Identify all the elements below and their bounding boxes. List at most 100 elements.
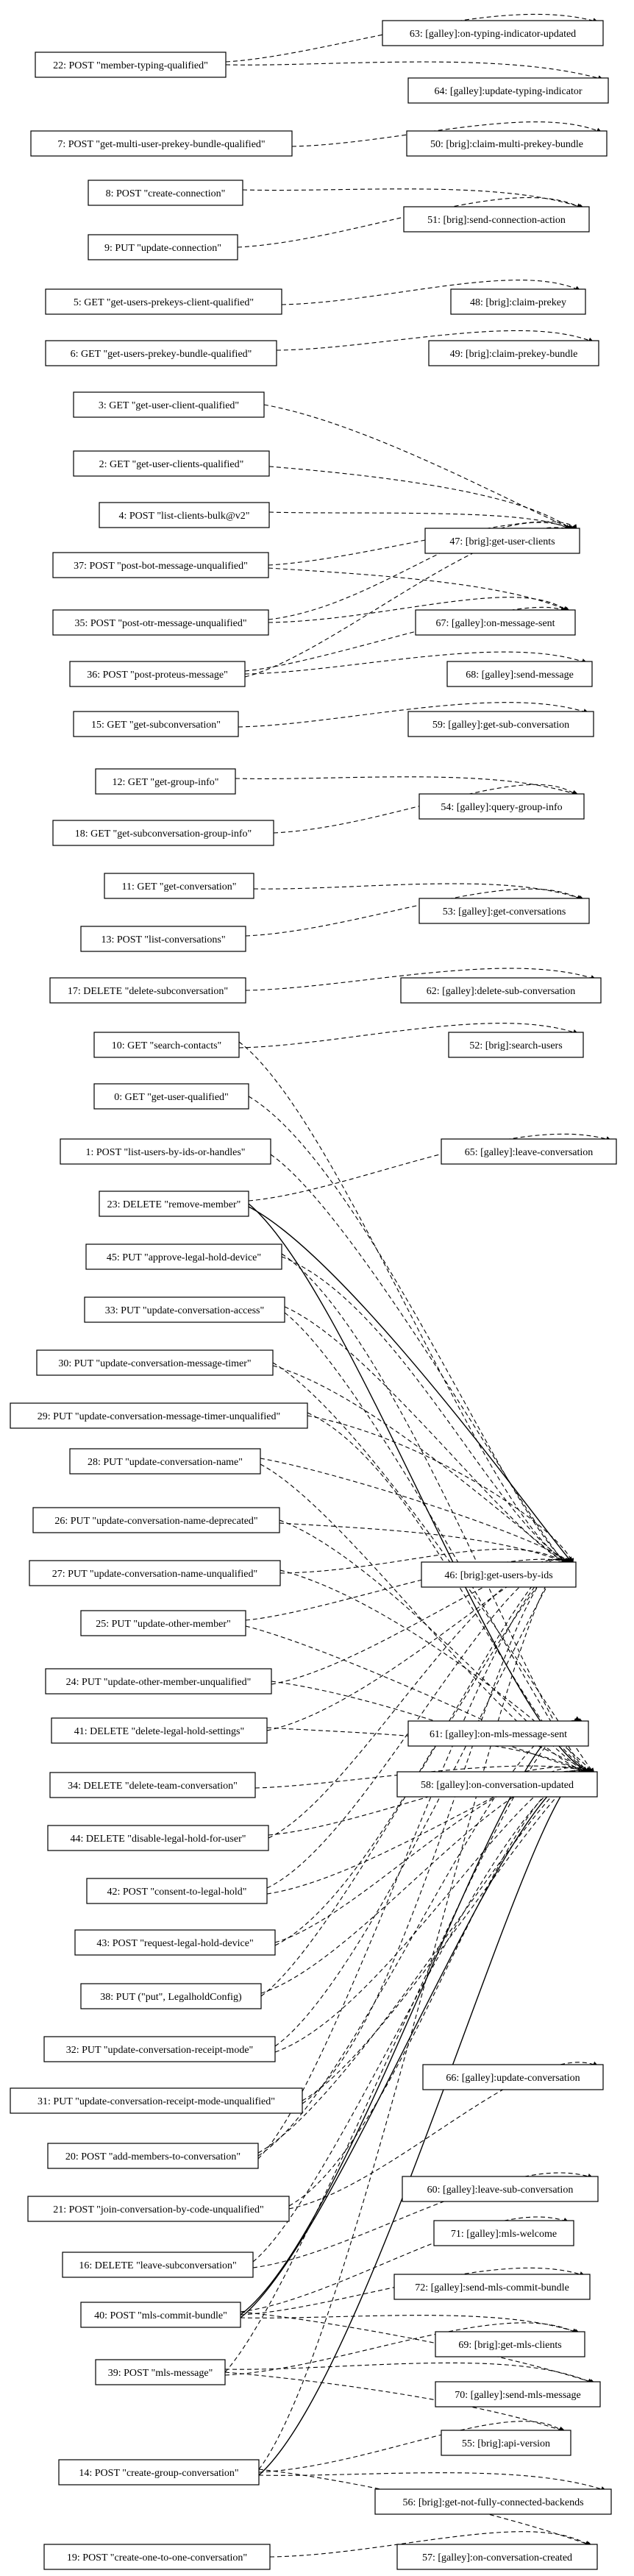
node-4: 4: POST "list-clients-bulk@v2" [99,502,270,528]
edge-10-to-52 [238,1023,579,1049]
node-label: 65: [galley]:leave-conversation [465,1147,594,1158]
node-box [51,1717,268,1744]
edge-31-to-46 [302,1558,574,2104]
edge-39-to-55 [224,2371,566,2433]
edge-40-to-72 [240,2267,585,2316]
node-label: 5: GET "get-users-prekeys-client-qualifi… [74,297,254,308]
node-box [428,340,599,366]
edge-8-to-51 [242,188,585,210]
node-box [435,2331,585,2357]
node-40: 40: POST "mls-commit-bundle" [80,2302,241,2328]
edge-0-to-46 [248,1096,569,1564]
node-42: 42: POST "consent-to-legal-hold" [86,1878,268,1904]
node-label: 33: PUT "update-conversation-access" [105,1305,264,1316]
node-27: 27: PUT "update-conversation-name-unqual… [29,1560,281,1586]
node-label: 32: PUT "update-conversation-receipt-mod… [66,2045,254,2056]
node-box [93,1083,249,1110]
node-12: 12: GET "get-group-info" [95,768,236,795]
edge-27-to-46 [279,1548,567,1574]
node-box [403,206,590,233]
edge-35-to-47 [268,522,575,620]
node-box [86,1878,268,1904]
node-label: 70: [galley]:send-mls-message [455,2390,580,2401]
node-21: 21: POST "join-conversation-by-code-unqu… [27,2196,290,2222]
node-54: 54: [galley]:query-group-info [418,793,585,820]
node-box [104,873,254,899]
node-label: 12: GET "get-group-info" [113,777,219,788]
node-label: 59: [galley]:get-sub-conversation [432,720,569,731]
node-label: 9: PUT "update-connection" [104,243,221,254]
node-box [60,1138,271,1165]
node-label: 24: PUT "update-other-member-unqualified… [66,1677,252,1688]
edge-41-to-46 [266,1558,569,1731]
node-25: 25: PUT "update-other-member" [80,1610,246,1636]
node-box [36,1349,274,1376]
node-43: 43: POST "request-legal-hold-device" [74,1929,276,1956]
node-label: 27: PUT "update-conversation-name-unqual… [52,1569,257,1580]
node-label: 53: [galley]:get-conversations [443,906,566,918]
edge-45-to-46 [281,1256,571,1564]
node-label: 18: GET "get-subconversation-group-info" [75,828,252,840]
node-6: 6: GET "get-users-prekey-bundle-qualifie… [45,340,277,366]
edge-16-to-60 [252,2172,594,2268]
node-36: 36: POST "post-proteus-message" [69,661,246,687]
node-label: 16: DELETE "leave-subconversation" [79,2260,236,2271]
edge-11-to-53 [253,883,585,901]
node-64: 64: [galley]:update-typing-indicator [407,77,609,104]
node-label: 45: PUT "approve-legal-hold-device" [107,1252,261,1263]
node-label: 44: DELETE "disable-legal-hold-for-user" [71,1834,246,1845]
node-28: 28: PUT "update-conversation-name" [69,1448,261,1475]
node-41: 41: DELETE "delete-legal-hold-settings" [51,1717,268,1744]
node-box [95,2359,226,2385]
node-59: 59: [galley]:get-sub-conversation [407,711,594,737]
node-label: 21: POST "join-conversation-by-code-unqu… [53,2204,263,2215]
node-label: 39: POST "mls-message" [108,2368,213,2379]
node-label: 29: PUT "update-conversation-message-tim… [38,1411,280,1422]
node-label: 71: [galley]:mls-welcome [451,2229,557,2240]
node-box [45,1668,272,1695]
edge-25-to-46 [245,1558,574,1621]
node-label: 35: POST "post-otr-message-unqualified" [74,618,246,629]
node-box [58,2459,260,2485]
node-box [424,528,580,554]
node-7: 7: POST "get-multi-user-prekey-bundle-qu… [30,130,293,157]
edge-17-to-62 [245,968,596,991]
edge-14-to-58 [258,1766,588,2476]
node-22: 22: POST "member-typing-qualified" [35,52,227,78]
node-32: 32: PUT "update-conversation-receipt-mod… [43,2036,276,2062]
node-label: 22: POST "member-typing-qualified" [53,60,208,71]
node-label: 64: [galley]:update-typing-indicator [435,86,583,97]
node-box [418,898,590,924]
node-71: 71: [galley]:mls-welcome [433,2220,574,2246]
node-box [435,2381,601,2408]
node-label: 68: [galley]:send-message [466,670,574,681]
node-17: 17: DELETE "delete-subconversation" [49,977,246,1004]
edge-26-to-46 [279,1522,569,1565]
node-box [32,1507,280,1533]
node-5: 5: GET "get-users-prekeys-client-qualifi… [45,288,282,315]
node-24: 24: PUT "update-other-member-unqualified… [45,1668,272,1695]
edge-38-to-58 [260,1769,595,1994]
node-label: 50: [brig]:claim-multi-prekey-bundle [430,139,583,150]
node-label: 38: PUT ("put", LegalholdConfig) [100,1992,242,2003]
edge-40-to-70 [240,2311,596,2385]
node-label: 11: GET "get-conversation" [121,881,236,893]
node-50: 50: [brig]:claim-multi-prekey-bundle [406,130,608,157]
node-label: 49: [brig]:claim-prekey-bundle [450,349,578,360]
node-box [88,180,243,206]
node-label: 13: POST "list-conversations" [101,934,225,945]
node-11: 11: GET "get-conversation" [104,873,254,899]
node-label: 14: POST "create-group-conversation" [79,2468,238,2479]
edge-23-to-58 [248,1203,593,1775]
edge-12-to-54 [235,776,580,797]
edge-2-to-47 [268,466,573,531]
node-box [27,2196,290,2222]
edge-6-to-49 [276,330,594,351]
node-15: 15: GET "get-subconversation" [73,711,239,737]
edge-7-to-50 [291,121,602,147]
edge-32-to-46 [274,1558,568,2047]
node-box [73,391,265,418]
edge-20-to-58 [257,1767,588,2154]
node-box [382,20,604,46]
